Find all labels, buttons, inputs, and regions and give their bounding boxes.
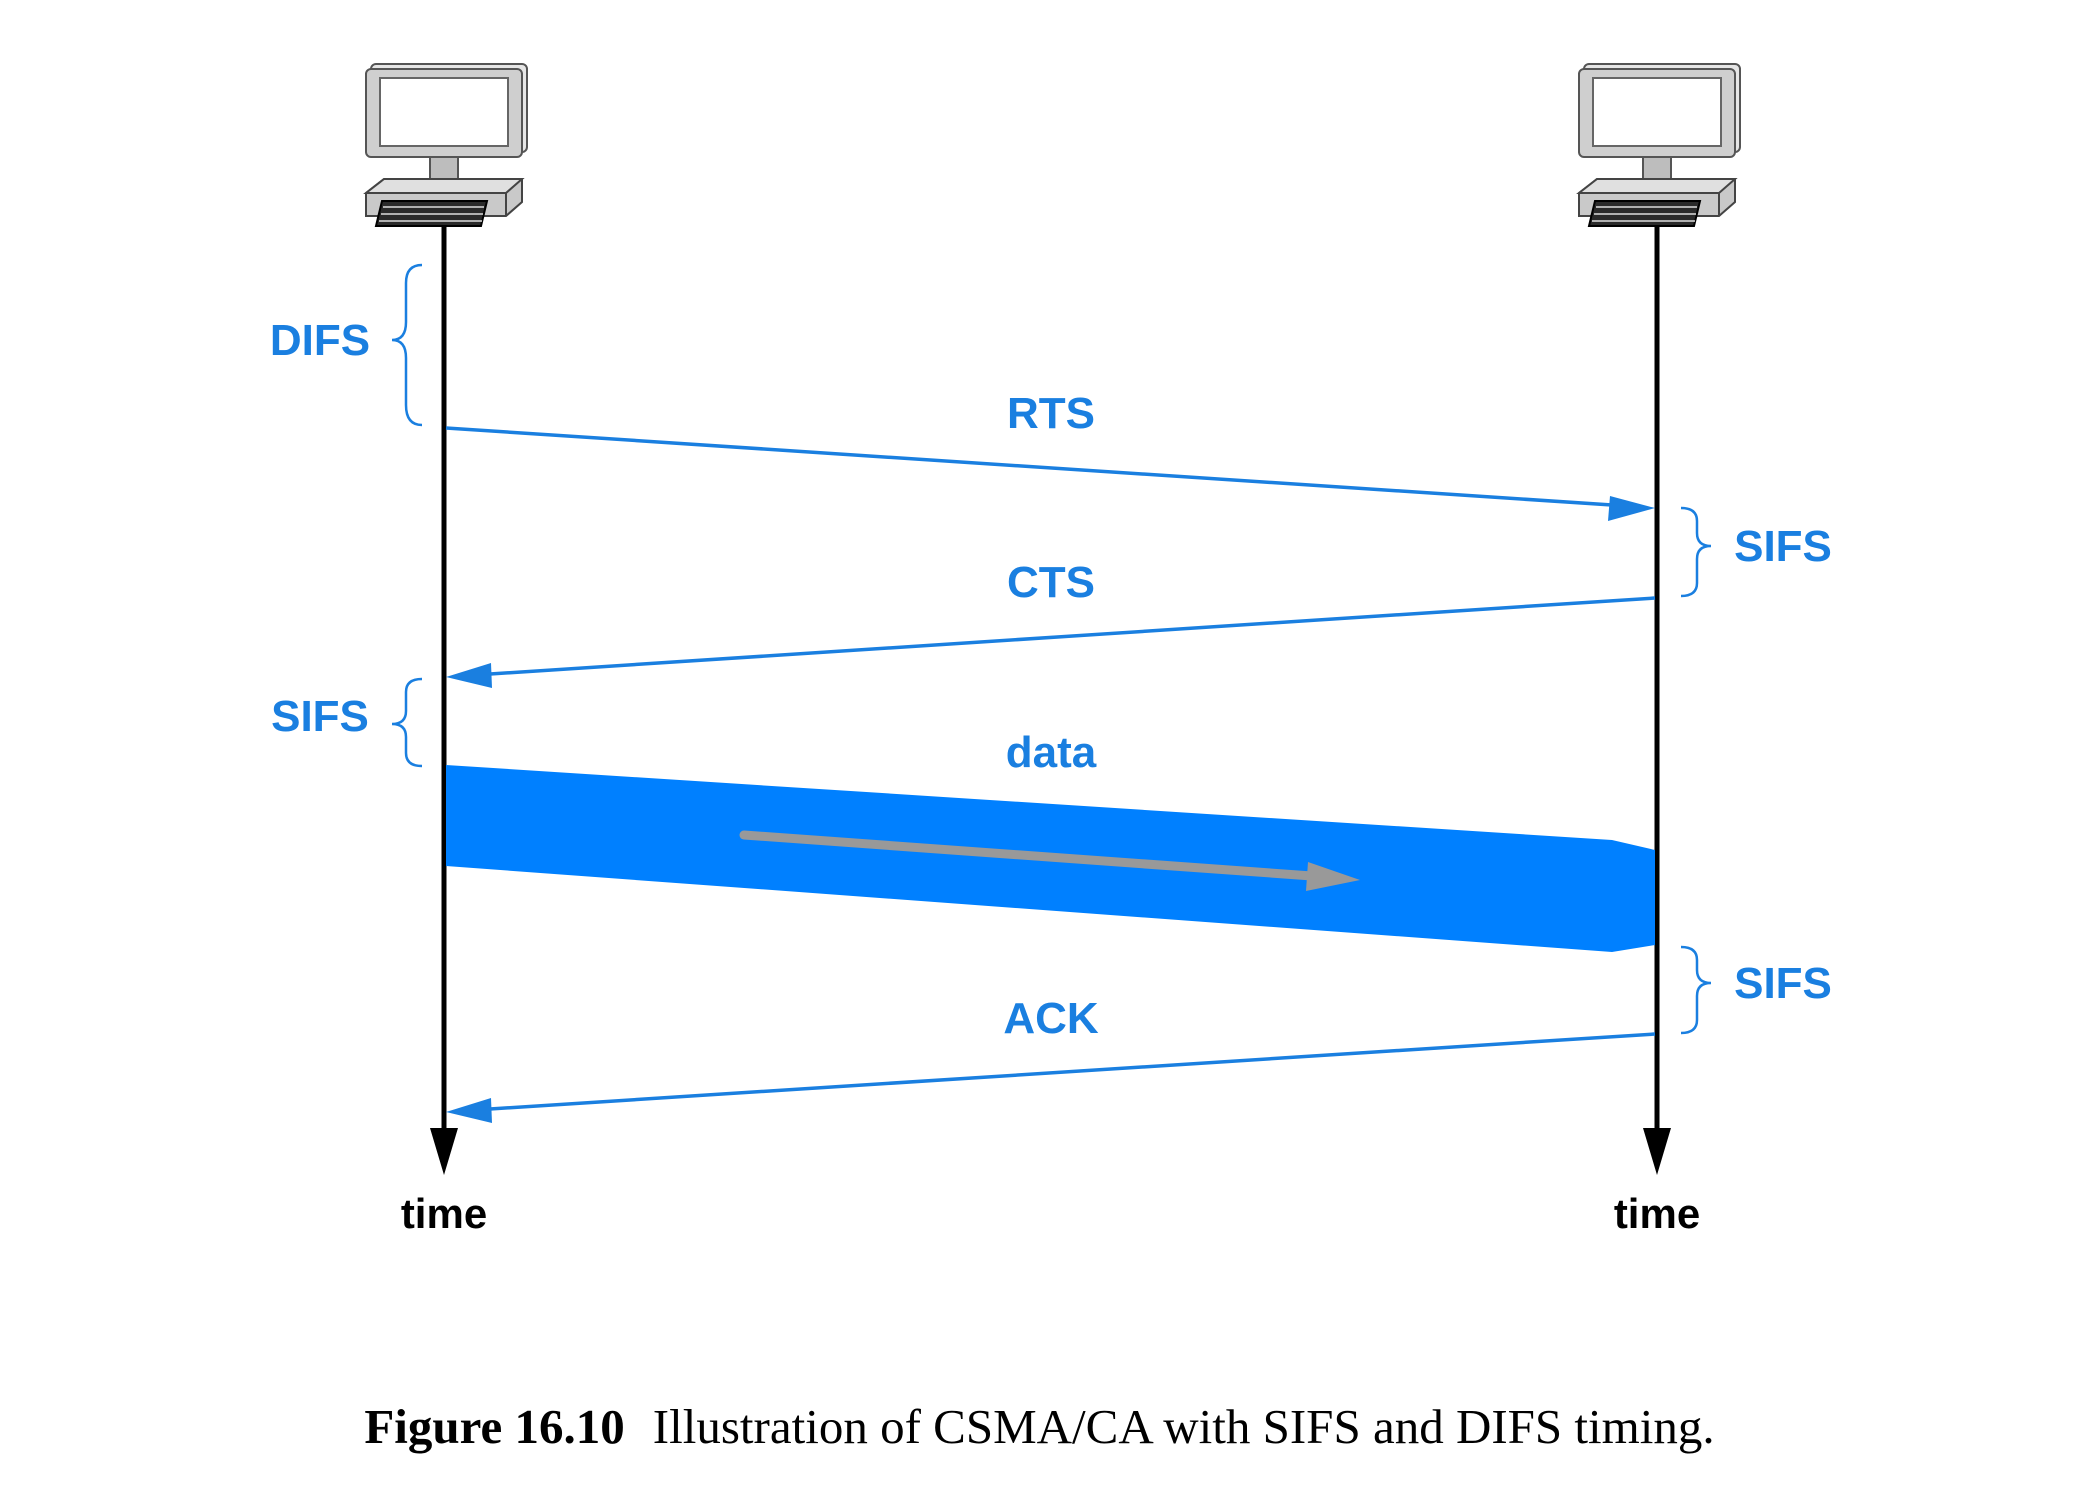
sifs-brace-receiver-1 bbox=[1680, 506, 1712, 598]
sifs-label-receiver-1: SIFS bbox=[1734, 522, 1832, 571]
receiver-timeline-arrowhead bbox=[1643, 1128, 1671, 1175]
sender-timeline-arrowhead bbox=[430, 1128, 458, 1175]
figure-number: Figure 16.10 bbox=[364, 1399, 625, 1454]
receiver-station: time bbox=[1578, 63, 1741, 1237]
desktop-computer-icon bbox=[365, 63, 528, 227]
data-message: data bbox=[446, 728, 1655, 952]
sender-station: time bbox=[365, 63, 528, 1237]
desktop-computer-icon bbox=[1578, 63, 1741, 227]
ack-label: ACK bbox=[1003, 994, 1099, 1043]
rts-message: RTS bbox=[445, 389, 1655, 521]
ack-arrow-line bbox=[489, 1032, 1656, 1111]
sifs-label-sender: SIFS bbox=[271, 692, 369, 741]
receiver-time-label: time bbox=[1614, 1190, 1700, 1237]
rts-label: RTS bbox=[1007, 389, 1095, 438]
data-direction-arrow-line bbox=[739, 830, 1317, 881]
difs-brace bbox=[391, 263, 423, 427]
data-direction-arrowhead bbox=[1306, 862, 1360, 891]
ack-message: ACK bbox=[446, 994, 1656, 1123]
cts-arrowhead bbox=[446, 663, 492, 688]
cts-message: CTS bbox=[446, 558, 1656, 688]
ack-arrowhead bbox=[446, 1098, 492, 1123]
cts-arrow-line bbox=[489, 596, 1656, 676]
sifs-brace-sender bbox=[391, 677, 423, 768]
sifs-label-receiver-2: SIFS bbox=[1734, 959, 1832, 1008]
cts-label: CTS bbox=[1007, 558, 1095, 607]
sifs-brace-receiver-2 bbox=[1680, 945, 1712, 1035]
sender-time-label: time bbox=[401, 1190, 487, 1237]
figure-caption: Figure 16.10 Illustration of CSMA/CA with… bbox=[0, 1398, 2079, 1455]
difs-label: DIFS bbox=[270, 316, 370, 365]
figure-caption-text: Illustration of CSMA/CA with SIFS and DI… bbox=[652, 1399, 1715, 1454]
data-label: data bbox=[1006, 728, 1097, 777]
rts-arrow-line bbox=[445, 426, 1613, 507]
rts-arrowhead bbox=[1608, 496, 1655, 521]
